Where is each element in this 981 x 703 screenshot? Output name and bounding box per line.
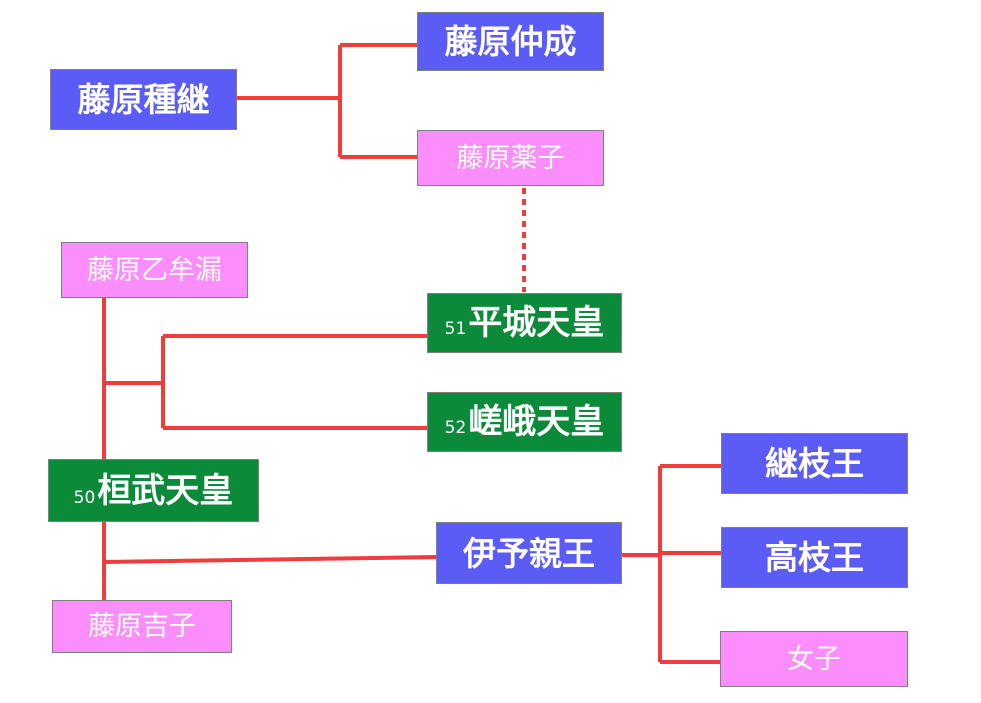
node-name: 藤原薬子 bbox=[456, 142, 565, 174]
node-name: 藤原吉子 bbox=[88, 611, 196, 642]
node-fujiwara-tanetsugu: 藤原種継 bbox=[50, 69, 237, 130]
node-fujiwara-oshimuro: 藤原乙牟漏 bbox=[61, 242, 248, 298]
node-saga-tenno: 52 嵯峨天皇 bbox=[427, 392, 622, 452]
node-kanmu-tenno: 50 桓武天皇 bbox=[48, 459, 259, 522]
node-name: 伊予親王 bbox=[463, 533, 595, 573]
node-name: 藤原仲成 bbox=[444, 22, 577, 61]
node-name: 平城天皇 bbox=[468, 303, 605, 343]
node-name: 藤原乙牟漏 bbox=[87, 254, 222, 286]
node-name: 女子 bbox=[787, 643, 841, 675]
emperor-number: 51 bbox=[444, 319, 467, 339]
to-iyo bbox=[103, 555, 438, 564]
emperor-number: 50 bbox=[73, 488, 96, 508]
node-name: 継枝王 bbox=[765, 444, 864, 483]
node-name: 藤原種継 bbox=[77, 80, 210, 119]
node-tsugueda-o: 継枝王 bbox=[721, 433, 908, 494]
node-name: 嵯峨天皇 bbox=[468, 402, 605, 442]
node-fujiwara-nakanari: 藤原仲成 bbox=[417, 12, 604, 71]
node-takaeda-o: 高枝王 bbox=[721, 527, 908, 588]
node-name: 高枝王 bbox=[765, 538, 864, 577]
node-heizei-tenno: 51 平城天皇 bbox=[427, 293, 622, 353]
node-fujiwara-kusuko: 藤原薬子 bbox=[417, 130, 604, 186]
node-fujiwara-yoshiko: 藤原吉子 bbox=[52, 600, 232, 653]
node-iyo-shinno: 伊予親王 bbox=[436, 522, 622, 584]
node-joshi: 女子 bbox=[720, 631, 908, 687]
node-name: 桓武天皇 bbox=[97, 470, 234, 511]
emperor-number: 52 bbox=[444, 418, 467, 438]
